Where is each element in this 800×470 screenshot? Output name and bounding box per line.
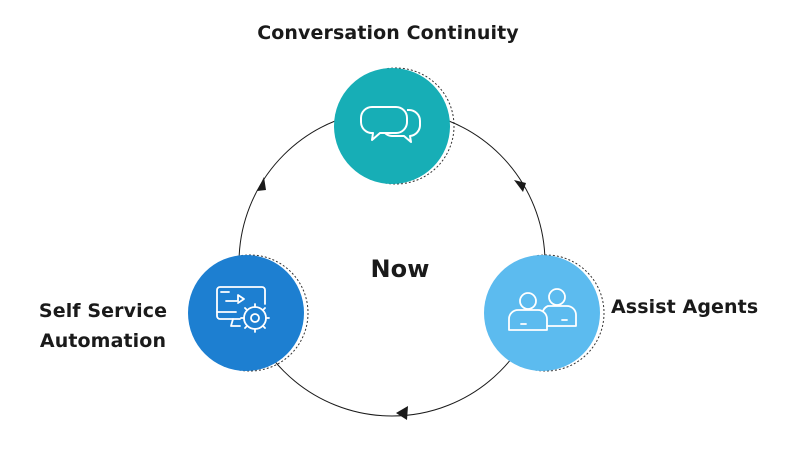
arrow-top-right [514, 180, 526, 192]
label-conversation-continuity: Conversation Continuity [257, 22, 519, 44]
monitor-gear-icon [216, 286, 270, 333]
label-self-service-automation: Self Service Automation [18, 296, 188, 356]
chat-bubbles-icon [359, 106, 422, 143]
agents-icon [508, 288, 577, 331]
label-self-service-line1: Self Service [38, 300, 168, 322]
node-conversation-continuity [334, 67, 455, 185]
arrow-bottom [396, 406, 408, 420]
node-self-service-automation [188, 254, 309, 372]
label-self-service-line2: Automation [39, 330, 167, 352]
label-assist-agents: Assist Agents [611, 296, 759, 318]
label-center-now: Now [370, 255, 430, 283]
arrow-left [257, 177, 266, 191]
node-assist-agents [484, 254, 605, 372]
